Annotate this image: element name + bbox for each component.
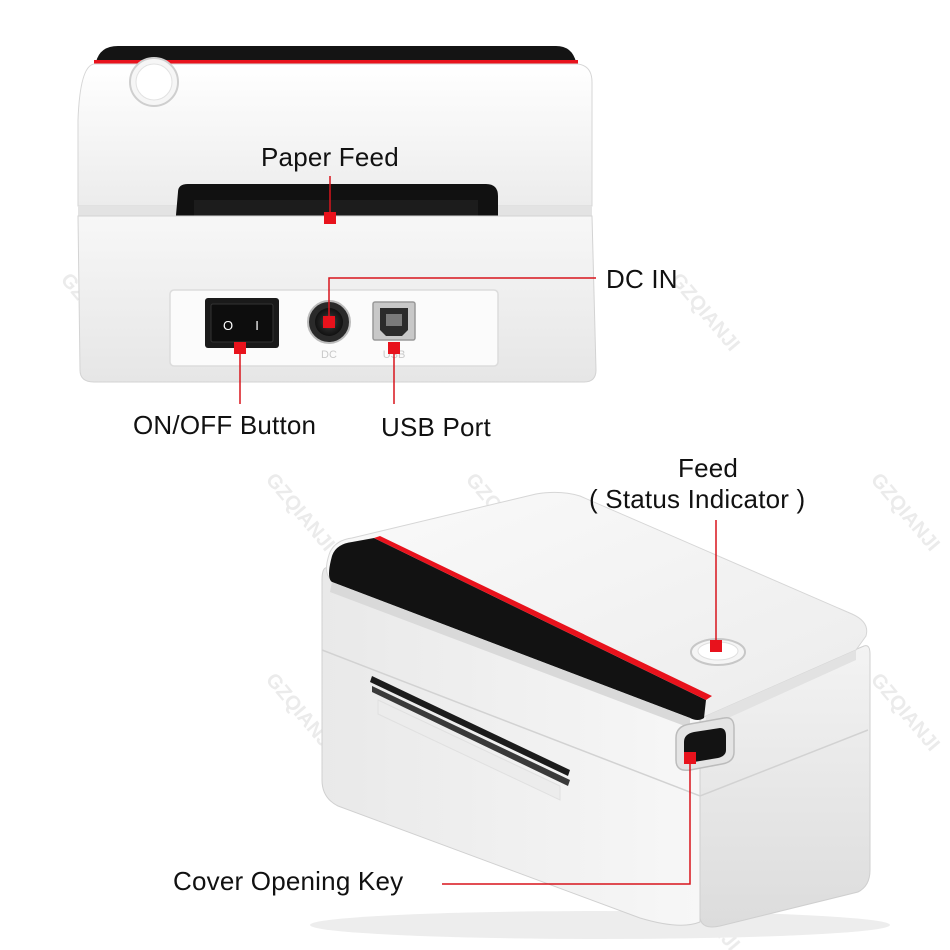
watermark-text: GZQIANJI <box>666 269 744 355</box>
watermark-text: GZQIANJI <box>261 469 339 555</box>
marker-on-off <box>234 342 246 354</box>
printer-front-view: O I DC USB <box>77 46 597 383</box>
printer-angled-view <box>310 491 890 939</box>
power-switch: O I <box>205 298 279 348</box>
dc-port-label: DC <box>321 349 337 361</box>
label-cover-opening-key: Cover Opening Key <box>173 866 404 896</box>
label-usb-port: USB Port <box>381 412 491 442</box>
lid-red-line <box>94 60 578 64</box>
marker-paper-feed <box>324 212 336 224</box>
paper-slot <box>174 184 498 238</box>
marker-dc-in <box>323 316 335 328</box>
annotation-markers <box>234 176 722 885</box>
label-dc-in: DC IN <box>606 264 678 294</box>
printer-right-face <box>699 645 871 928</box>
paper-exit-slot <box>370 676 570 776</box>
label-paper-feed: Paper Feed <box>261 142 399 172</box>
leader-line-dc-in <box>328 277 596 322</box>
lid-black-strip <box>96 46 576 62</box>
watermark-text: GZQIANJI <box>866 469 944 555</box>
watermark-text: GZQIANJI <box>866 669 944 755</box>
label-status-indicator: ( Status Indicator ) <box>589 484 806 514</box>
switch-off-mark: O <box>223 318 233 333</box>
lid-red-stripe <box>374 536 712 700</box>
switch-on-mark: I <box>255 318 259 333</box>
marker-usb <box>388 342 400 354</box>
leader-line-cover-key <box>442 758 691 885</box>
marker-feed <box>710 640 722 652</box>
marker-cover-key <box>684 752 696 764</box>
lid-black-band <box>329 538 706 720</box>
label-on-off-button: ON/OFF Button <box>133 410 317 440</box>
label-feed: Feed <box>678 453 739 483</box>
